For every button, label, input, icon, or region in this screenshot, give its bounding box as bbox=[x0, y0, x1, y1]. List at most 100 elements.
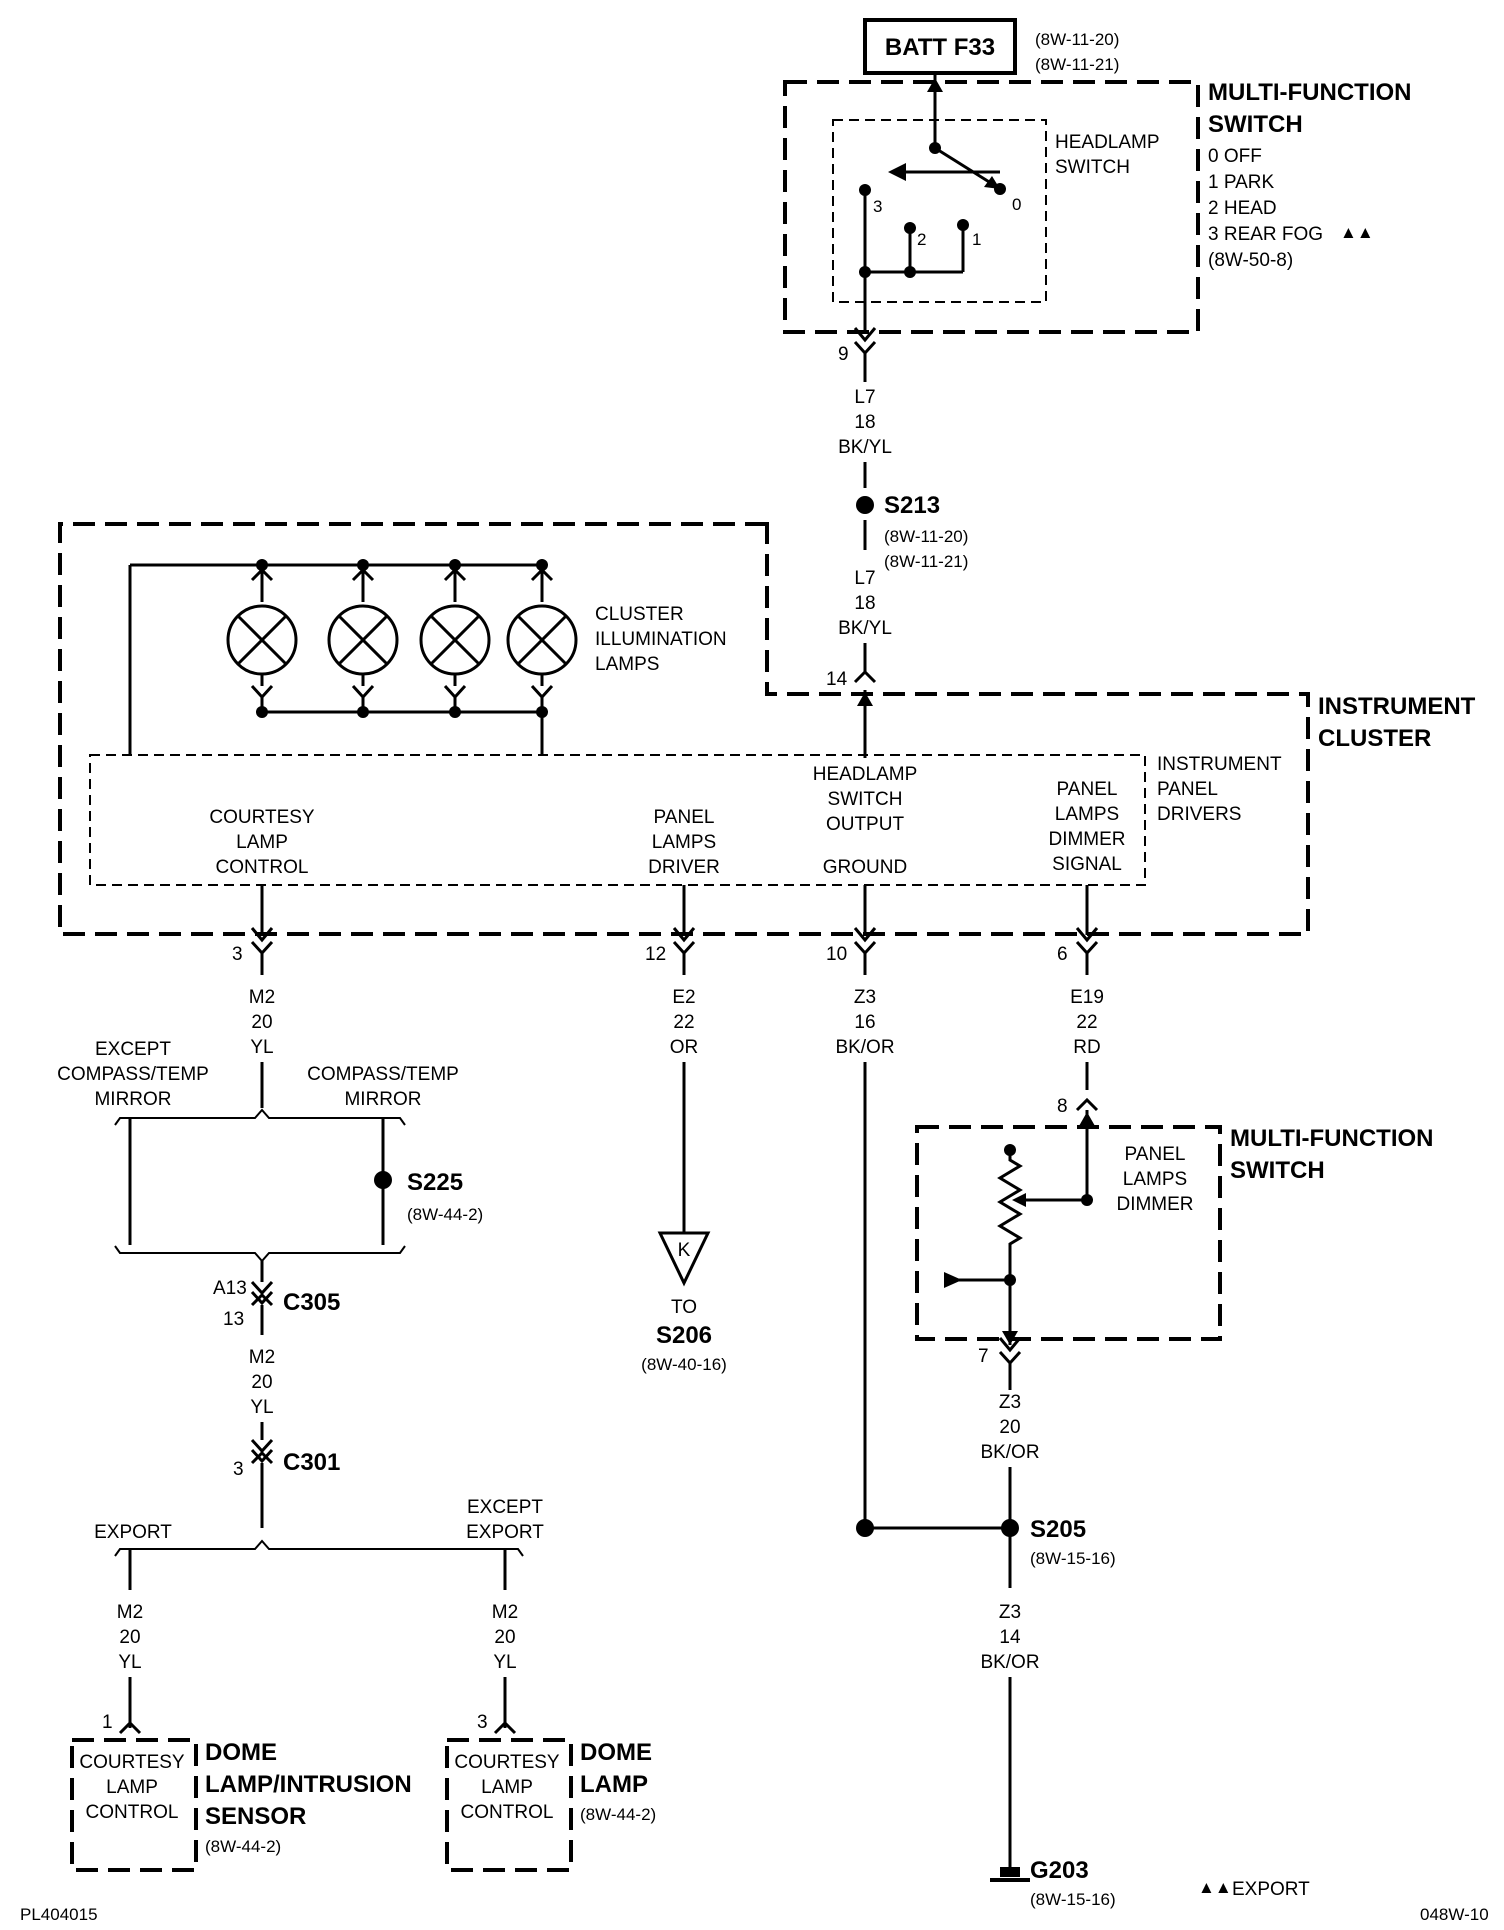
dl-title-2: LAMP bbox=[580, 1771, 648, 1798]
e19-circuit-2: 22 bbox=[1076, 1012, 1097, 1033]
instrument-cluster-box bbox=[58, 522, 1310, 936]
dl-circuit-2: 20 bbox=[494, 1627, 515, 1648]
headlamp-output-label-2: SWITCH bbox=[828, 789, 903, 810]
s213-label: S213 bbox=[884, 492, 940, 519]
batt-ref-2: (8W-11-21) bbox=[1035, 55, 1119, 74]
z3-20-3: BK/OR bbox=[980, 1442, 1039, 1463]
batt-f33-box bbox=[863, 18, 1017, 75]
cluster-title-1: INSTRUMENT bbox=[1318, 693, 1476, 720]
pin-6: 6 bbox=[1057, 944, 1068, 965]
pin-12: 12 bbox=[645, 944, 666, 965]
mfs-position-1: 1 PARK bbox=[1208, 172, 1275, 193]
cluster-illumination-lamps bbox=[226, 559, 578, 718]
s205-ref: (8W-15-16) bbox=[1030, 1549, 1116, 1568]
z3-20-2: 20 bbox=[999, 1417, 1020, 1438]
contact-1-label: 1 bbox=[972, 230, 981, 249]
lamps-label-2: ILLUMINATION bbox=[595, 629, 727, 650]
z3-circuit-1: Z3 bbox=[854, 987, 876, 1008]
lamp-icon bbox=[226, 559, 298, 718]
e2-circuit-1: E2 bbox=[672, 987, 695, 1008]
dimmer-label-2: LAMPS bbox=[1123, 1169, 1187, 1190]
contact-0-label: 0 bbox=[1012, 195, 1021, 214]
g203-ref: (8W-15-16) bbox=[1030, 1890, 1116, 1909]
c301-pin: 3 bbox=[233, 1459, 244, 1480]
footer-right: 048W-10 bbox=[1420, 1905, 1489, 1924]
mirror-right-1: COMPASS/TEMP bbox=[307, 1064, 459, 1085]
s205-label: S205 bbox=[1030, 1516, 1086, 1543]
headlamp-switch-label-1: HEADLAMP bbox=[1055, 132, 1160, 153]
batt-label: BATT F33 bbox=[885, 34, 995, 61]
dl-ref: (8W-44-2) bbox=[580, 1805, 656, 1824]
mirror-left-1: EXCEPT bbox=[95, 1039, 171, 1060]
z3-circuit-3: BK/OR bbox=[835, 1037, 894, 1058]
arrow-left-icon bbox=[888, 163, 906, 181]
m2-mid-3: YL bbox=[250, 1397, 273, 1418]
z3-20-1: Z3 bbox=[999, 1392, 1021, 1413]
lamp-icon bbox=[327, 559, 399, 718]
instrument-panel-drivers-box bbox=[89, 754, 1146, 886]
di-inner-1: COURTESY bbox=[79, 1752, 185, 1773]
dimmer-title-1: MULTI-FUNCTION bbox=[1230, 1125, 1434, 1152]
e19-circuit-3: RD bbox=[1073, 1037, 1100, 1058]
output-m2: 3 M2 20 YL bbox=[232, 885, 275, 1108]
l7-upper-2: 18 bbox=[854, 412, 875, 433]
export-right-1: EXCEPT bbox=[467, 1497, 543, 1518]
mirror-left-3: MIRROR bbox=[94, 1089, 171, 1110]
c305-pin-bottom: 13 bbox=[223, 1309, 244, 1330]
dl-inner-1: COURTESY bbox=[454, 1752, 560, 1773]
m2-circuit-1: M2 bbox=[249, 987, 275, 1008]
panel-driver-label-3: DRIVER bbox=[648, 857, 720, 878]
di-title-3: SENSOR bbox=[205, 1803, 306, 1830]
mfs-top-ref: (8W-50-8) bbox=[1208, 250, 1293, 271]
footer-left: PL404015 bbox=[20, 1905, 98, 1924]
c305-pin-top: A13 bbox=[213, 1278, 247, 1299]
contact-3-label: 3 bbox=[873, 197, 882, 216]
dl-inner-3: CONTROL bbox=[461, 1802, 554, 1823]
pin-10: 10 bbox=[826, 944, 847, 965]
legend-label: EXPORT bbox=[1232, 1879, 1310, 1900]
dl-inner-2: LAMP bbox=[481, 1777, 533, 1798]
s213-ref-2: (8W-11-21) bbox=[884, 552, 968, 571]
panel-driver-label-1: PANEL bbox=[654, 807, 715, 828]
m2-circuit-2: 20 bbox=[251, 1012, 272, 1033]
panel-driver-label-2: LAMPS bbox=[652, 832, 716, 853]
pin-9: 9 bbox=[838, 344, 849, 365]
l7-lower-3: BK/YL bbox=[838, 618, 892, 639]
batt-ref-1: (8W-11-20) bbox=[1035, 30, 1119, 49]
lamps-label-1: CLUSTER bbox=[595, 604, 684, 625]
m2-mid-1: M2 bbox=[249, 1347, 275, 1368]
arrow-up-icon bbox=[927, 78, 943, 92]
mfs-top-title-1: MULTI-FUNCTION bbox=[1208, 79, 1412, 106]
g203-label: G203 bbox=[1030, 1857, 1089, 1884]
dimmer-signal-label-3: DIMMER bbox=[1048, 829, 1125, 850]
di-pin: 1 bbox=[102, 1712, 113, 1733]
di-title-2: LAMP/INTRUSION bbox=[205, 1771, 412, 1798]
dimmer-arrow-icon bbox=[944, 1272, 962, 1288]
mirror-left-2: COMPASS/TEMP bbox=[57, 1064, 209, 1085]
lamp-icon bbox=[419, 559, 491, 718]
e19-circuit-1: E19 bbox=[1070, 987, 1104, 1008]
headlamp-switch-box bbox=[832, 119, 1047, 303]
l7-lower-2: 18 bbox=[854, 593, 875, 614]
c301-label: C301 bbox=[283, 1449, 340, 1476]
m2-mid-2: 20 bbox=[251, 1372, 272, 1393]
di-title-1: DOME bbox=[205, 1739, 277, 1766]
mfs-top-box bbox=[783, 80, 1200, 334]
s213-ref-1: (8W-11-20) bbox=[884, 527, 968, 546]
s206-ref: (8W-40-16) bbox=[641, 1355, 727, 1374]
s225-ref: (8W-44-2) bbox=[407, 1205, 483, 1224]
z3-circuit-2: 16 bbox=[854, 1012, 875, 1033]
courtesy-label-2: LAMP bbox=[236, 832, 288, 853]
courtesy-label-3: CONTROL bbox=[216, 857, 309, 878]
dimmer-pin-bottom: 7 bbox=[978, 1346, 989, 1367]
dl-title-1: DOME bbox=[580, 1739, 652, 1766]
dl-circuit-1: M2 bbox=[492, 1602, 518, 1623]
dimmer-pin-top: 8 bbox=[1057, 1096, 1068, 1117]
s206-marker bbox=[657, 1231, 711, 1287]
dimmer-label-3: DIMMER bbox=[1116, 1194, 1193, 1215]
dimmer-title-2: SWITCH bbox=[1230, 1157, 1325, 1184]
z3-14-3: BK/OR bbox=[980, 1652, 1039, 1673]
c305-label: C305 bbox=[283, 1289, 340, 1316]
e2-circuit-3: OR bbox=[670, 1037, 699, 1058]
dimmer-signal-label-4: SIGNAL bbox=[1052, 854, 1122, 875]
